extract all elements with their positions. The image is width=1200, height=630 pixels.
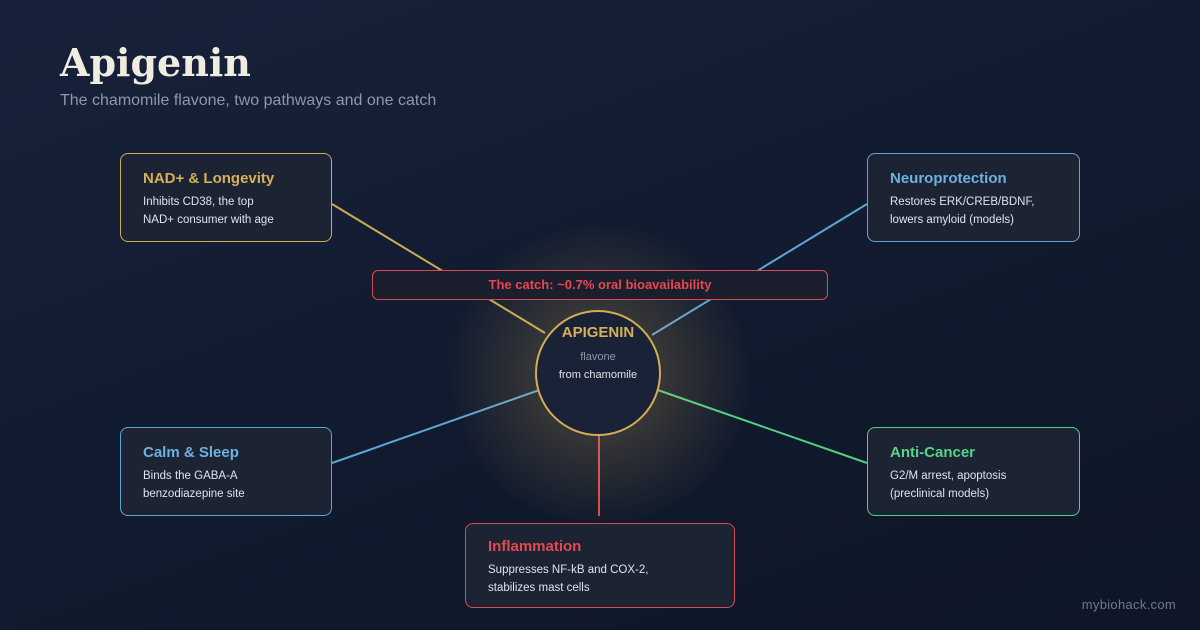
card-line: NAD+ consumer with age — [143, 214, 274, 226]
card-title: Anti-Cancer — [890, 444, 976, 461]
connector-cancer — [651, 387, 868, 464]
card-title: Neuroprotection — [890, 170, 1007, 187]
connector-neuro — [651, 203, 868, 336]
card-title: NAD+ & Longevity — [143, 170, 275, 187]
card-line: G2/M arrest, apoptosis — [890, 470, 1007, 482]
center-source: from chamomile — [558, 369, 638, 381]
watermark: mybiohack.com — [1081, 597, 1176, 612]
center-name: APIGENIN — [561, 324, 635, 341]
card-line: lowers amyloid (models) — [890, 214, 1014, 226]
card-title: Inflammation — [488, 538, 582, 555]
center-node: APIGENIN flavone from chamomile — [535, 310, 661, 436]
card-anti-cancer: Anti-Cancer G2/M arrest, apoptosis (prec… — [867, 427, 1080, 516]
card-line: Binds the GABA-A — [143, 470, 238, 482]
card-line: Suppresses NF-kB and COX-2, — [488, 564, 649, 576]
card-line: benzodiazepine site — [143, 488, 245, 500]
card-line: Restores ERK/CREB/BDNF, — [890, 196, 1035, 208]
connector-calm — [331, 387, 546, 464]
card-line: (preclinical models) — [890, 488, 990, 500]
card-line: Inhibits CD38, the top — [143, 196, 254, 208]
card-calm-sleep: Calm & Sleep Binds the GABA-A benzodiaze… — [120, 427, 332, 516]
card-inflammation: Inflammation Suppresses NF-kB and COX-2,… — [465, 523, 735, 608]
card-line: stabilizes mast cells — [488, 582, 590, 594]
center-type: flavone — [580, 351, 616, 363]
card-neuroprotection: Neuroprotection Restores ERK/CREB/BDNF, … — [867, 153, 1080, 242]
connector-nad — [331, 203, 546, 334]
catch-banner: The catch: ~0.7% oral bioavailability — [372, 270, 828, 300]
page-subtitle: The chamomile flavone, two pathways and … — [60, 92, 437, 109]
card-title: Calm & Sleep — [143, 444, 239, 461]
card-nad-longevity: NAD+ & Longevity Inhibits CD38, the top … — [120, 153, 332, 242]
page-title: Apigenin — [60, 40, 251, 85]
